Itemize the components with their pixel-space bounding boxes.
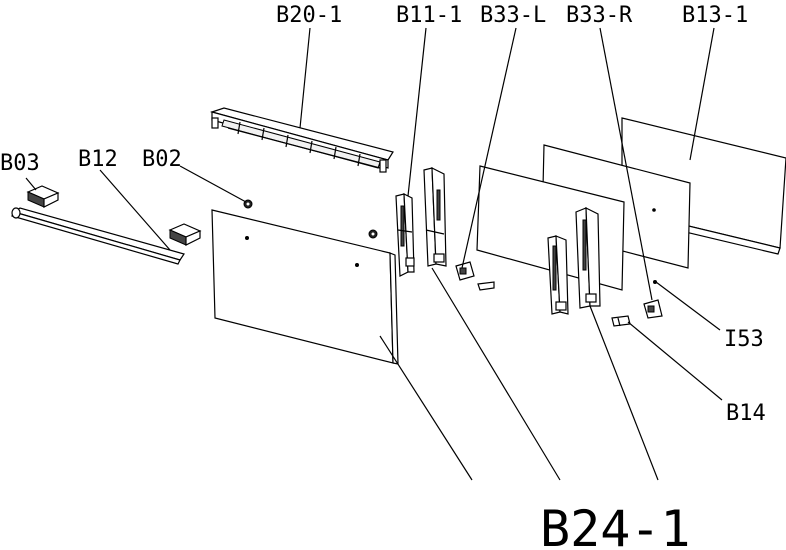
- label-b02: B02: [142, 147, 182, 172]
- label-b14: B14: [726, 401, 766, 426]
- block-b03-left: [26, 185, 60, 208]
- bar-b12: [11, 207, 185, 265]
- bracket-b11-1-a: [395, 193, 415, 277]
- labels: B20-1 B11-1 B33-L B33-R B13-1 B03 B12 B0…: [0, 3, 766, 550]
- screw-b02: [243, 199, 378, 239]
- label-b33-r: B33-R: [566, 3, 633, 28]
- block-b03-right: [168, 223, 202, 246]
- label-b12: B12: [78, 147, 118, 172]
- bracket-right-b: [575, 207, 601, 309]
- small-part-i53: [653, 280, 657, 284]
- leader-lines: [25, 27, 723, 481]
- bracket-right-a: [547, 235, 569, 315]
- label-i53: I53: [724, 327, 764, 352]
- bracket-b11-1-b: [423, 167, 447, 267]
- clip-b14: [611, 315, 631, 327]
- label-b03: B03: [0, 151, 40, 176]
- label-b24-1: B24-1: [540, 500, 691, 550]
- label-b11-1: B11-1: [396, 3, 462, 28]
- panel-door: [211, 209, 399, 365]
- rail-b20-1: [209, 107, 394, 173]
- label-b33-l: B33-L: [480, 3, 546, 28]
- label-b13-1: B13-1: [682, 3, 748, 28]
- label-b20-1: B20-1: [276, 3, 342, 28]
- clip-b33-r: [643, 299, 663, 319]
- clip-b33-l: [455, 261, 495, 291]
